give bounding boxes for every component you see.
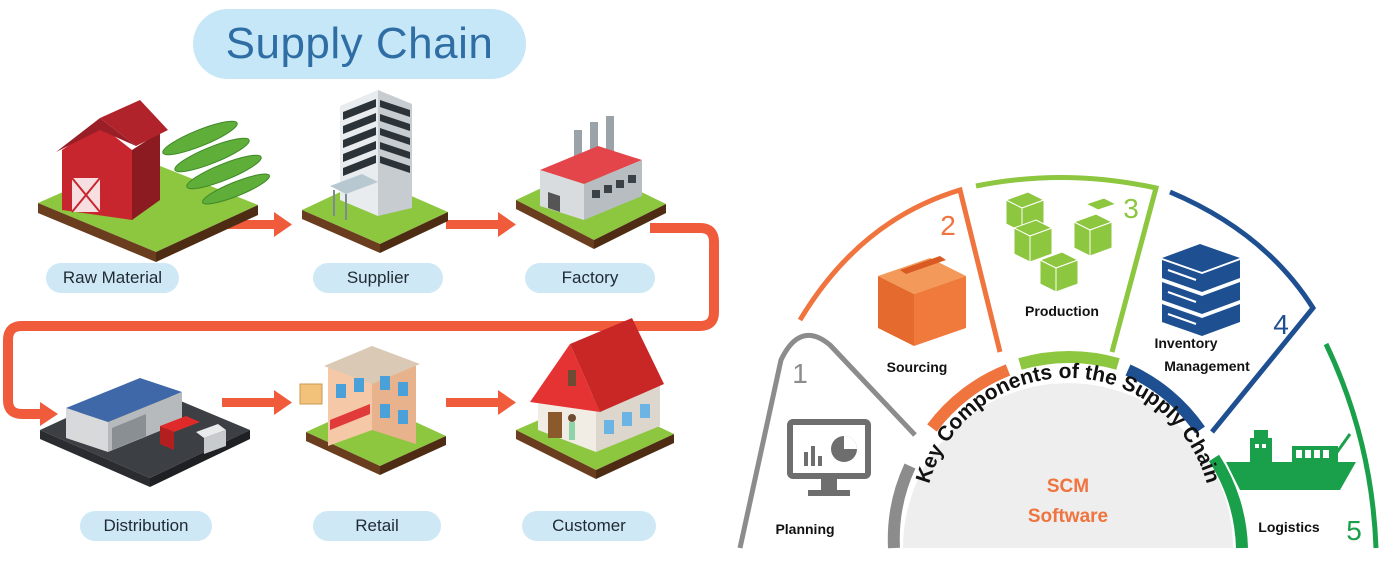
stage-pill-retail: Retail xyxy=(313,511,441,541)
component-number-1: 1 xyxy=(792,358,808,389)
segment-planning-outline xyxy=(737,333,917,549)
component-number-5: 5 xyxy=(1346,515,1362,546)
stage-pill-customer: Customer xyxy=(522,511,656,541)
server-rack-icon xyxy=(1162,244,1240,336)
box-icon xyxy=(878,256,966,346)
arrow-raw-to-supplier xyxy=(222,212,292,237)
center-semicircle xyxy=(903,383,1233,548)
component-label-logistics: Logistics xyxy=(1258,519,1320,535)
inner-color-band xyxy=(887,350,1248,549)
center-label-scm: SCM xyxy=(1047,476,1089,497)
monitor-chart-icon xyxy=(787,419,871,496)
arrow-distribution-to-retail xyxy=(222,390,292,415)
flow-connector xyxy=(3,223,719,419)
truck-icon xyxy=(160,416,226,454)
stage-pill-raw-material: Raw Material xyxy=(46,263,179,293)
flow-connector-arrowhead xyxy=(40,402,58,426)
stage-pill-supplier: Supplier xyxy=(313,263,443,293)
component-label-planning: Planning xyxy=(775,521,834,537)
supply-chain-title: Supply Chain xyxy=(193,9,526,79)
segment-production-outline xyxy=(975,175,1160,353)
cargo-ship-icon xyxy=(1226,430,1356,490)
supply-chain-diagram: Supply Chain xyxy=(3,9,719,541)
arrow-supplier-to-factory xyxy=(446,212,516,237)
component-label-management: Management xyxy=(1164,358,1250,374)
retail-store-icon xyxy=(299,346,446,475)
component-number-3: 3 xyxy=(1123,193,1139,224)
stage-pill-factory: Factory xyxy=(525,263,655,293)
component-label-production: Production xyxy=(1025,303,1099,319)
components-fan: Key Components of the Supply Chain SCM S… xyxy=(737,175,1379,549)
segment-inventory-outline xyxy=(1169,189,1317,434)
supply-chain-illustrations xyxy=(3,90,719,487)
office-building-icon xyxy=(302,90,448,253)
boxes-icon xyxy=(1004,191,1118,293)
component-number-2: 2 xyxy=(940,210,956,241)
stage-pill-distribution: Distribution xyxy=(80,511,212,541)
center-label-software: Software xyxy=(1028,506,1108,527)
barn-icon xyxy=(38,100,270,262)
warehouse-icon xyxy=(40,378,250,487)
component-number-4: 4 xyxy=(1273,309,1289,340)
component-label-sourcing: Sourcing xyxy=(887,359,948,375)
component-label-inventory: Inventory xyxy=(1154,335,1217,351)
segment-logistics-outline xyxy=(1323,342,1379,549)
key-components-diagram: Key Components of the Supply Chain SCM S… xyxy=(720,0,1389,565)
factory-icon xyxy=(516,116,666,249)
arrow-retail-to-customer xyxy=(446,390,516,415)
house-icon xyxy=(516,318,674,479)
segment-sourcing-outline xyxy=(797,186,1003,353)
